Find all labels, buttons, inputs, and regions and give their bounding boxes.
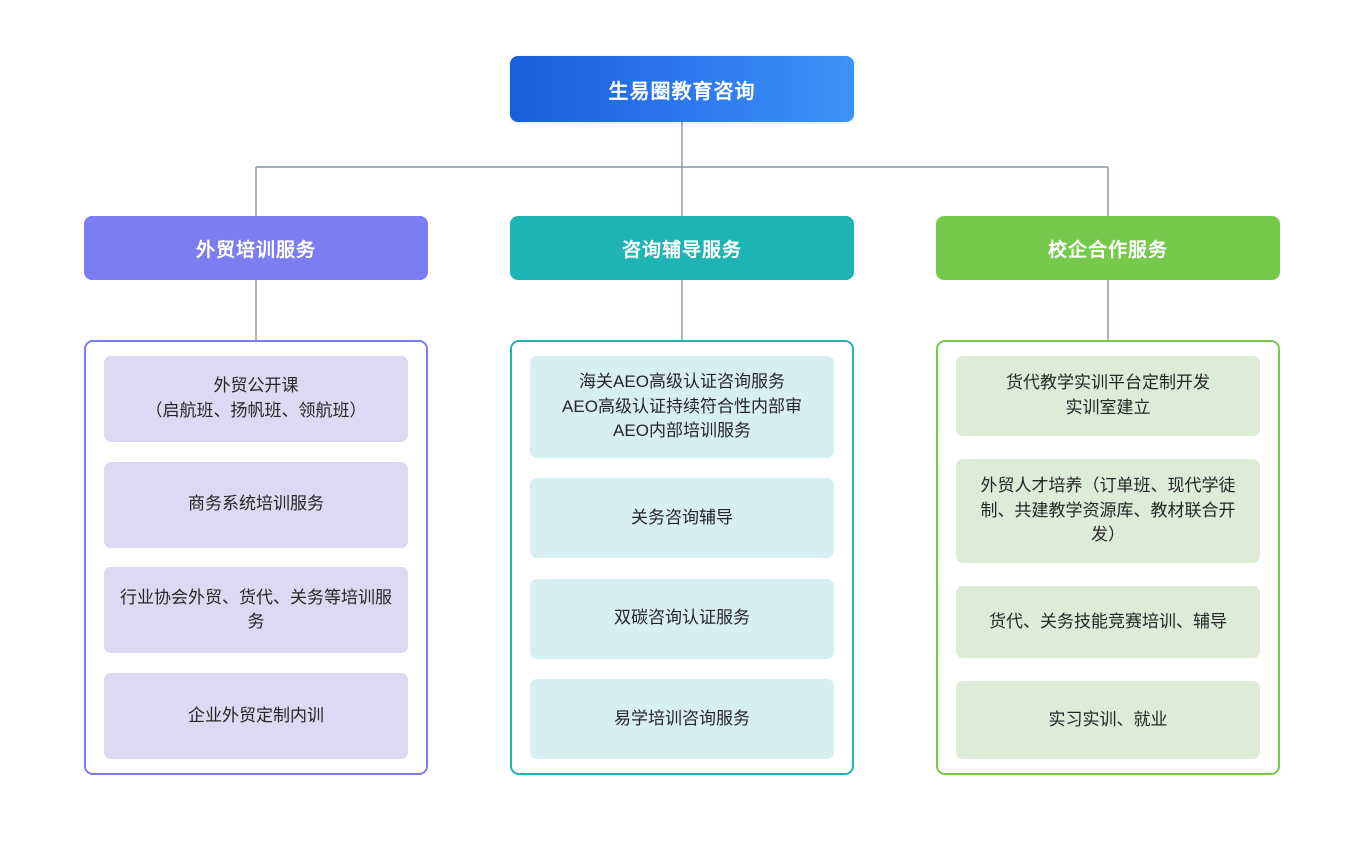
branch-header-consulting[interactable]: 咨询辅导服务 xyxy=(510,216,854,280)
leaf-item[interactable]: 关务咨询辅导 xyxy=(530,478,834,559)
leaf-item[interactable]: 货代教学实训平台定制开发 实训室建立 xyxy=(956,356,1260,436)
leaf-item[interactable]: 商务系统培训服务 xyxy=(104,461,408,548)
branch-group-consulting: 海关AEO高级认证咨询服务 AEO高级认证持续符合性内部审 AEO内部培训服务 … xyxy=(510,340,854,775)
leaf-item[interactable]: 易学培训咨询服务 xyxy=(530,678,834,759)
branch-header-school-enterprise[interactable]: 校企合作服务 xyxy=(936,216,1280,280)
leaf-item[interactable]: 实习实训、就业 xyxy=(956,681,1260,759)
leaf-item[interactable]: 行业协会外贸、货代、关务等培训服务 xyxy=(104,567,408,654)
branch-header-label: 校企合作服务 xyxy=(1047,239,1168,261)
root-node[interactable]: 生易圈教育咨询 xyxy=(510,56,854,122)
leaf-item[interactable]: 海关AEO高级认证咨询服务 AEO高级认证持续符合性内部审 AEO内部培训服务 xyxy=(530,356,834,458)
branch-group-school-enterprise: 货代教学实训平台定制开发 实训室建立 外贸人才培养（订单班、现代学徒制、共建教学… xyxy=(936,340,1280,775)
leaf-item[interactable]: 货代、关务技能竞赛培训、辅导 xyxy=(956,586,1260,658)
leaf-item[interactable]: 外贸公开课 （启航班、扬帆班、领航班） xyxy=(104,356,408,442)
branch-header-label: 外贸培训服务 xyxy=(195,239,316,261)
leaf-item[interactable]: 双碳咨询认证服务 xyxy=(530,578,834,659)
root-node-label: 生易圈教育咨询 xyxy=(608,80,756,103)
branch-group-training: 外贸公开课 （启航班、扬帆班、领航班） 商务系统培训服务 行业协会外贸、货代、关… xyxy=(84,340,428,775)
leaf-item[interactable]: 外贸人才培养（订单班、现代学徒制、共建教学资源库、教材联合开发） xyxy=(956,459,1260,563)
leaf-item[interactable]: 企业外贸定制内训 xyxy=(104,672,408,759)
branch-header-label: 咨询辅导服务 xyxy=(621,239,742,261)
branch-header-training[interactable]: 外贸培训服务 xyxy=(84,216,428,280)
